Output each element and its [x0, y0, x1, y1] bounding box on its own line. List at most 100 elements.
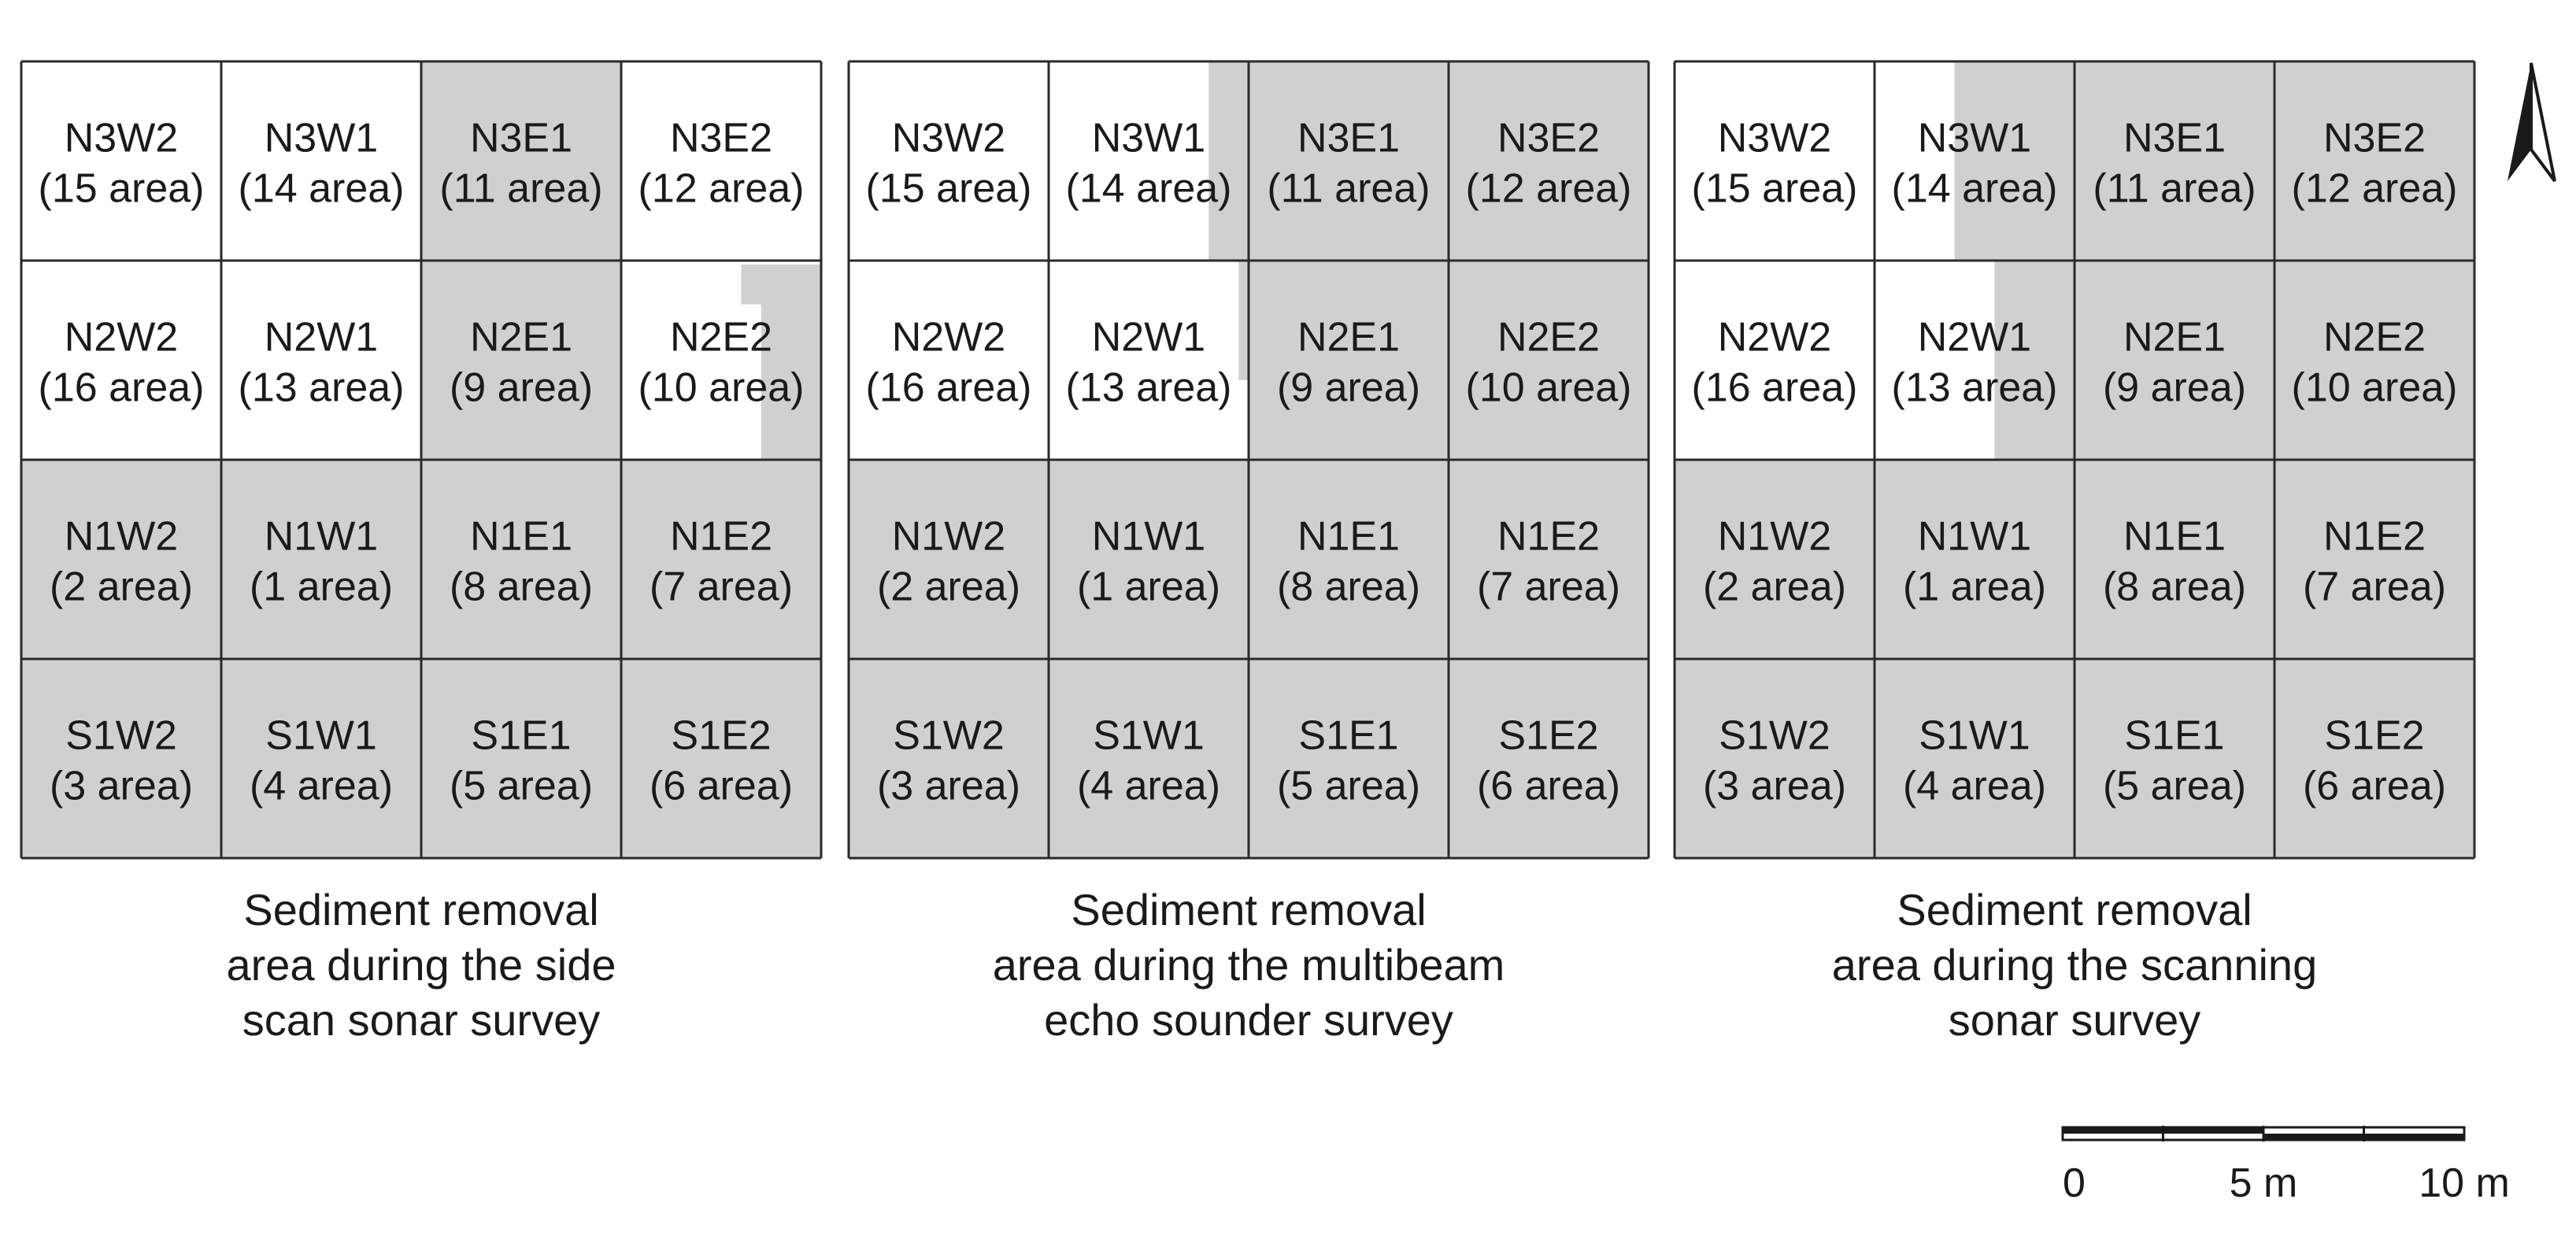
cell-area-label: (11 area): [1267, 166, 1430, 212]
cell-area-label: (13 area): [1892, 365, 2058, 411]
cell-area-label: (12 area): [1466, 166, 1632, 212]
cell-fill: [1449, 61, 1649, 261]
partial-removal: [741, 265, 821, 460]
cell-area-label: (2 area): [1703, 564, 1846, 610]
cell-code-label: N2W2: [892, 315, 1005, 361]
cell-code-label: N1E2: [670, 514, 772, 560]
cell-area-label: (1 area): [1903, 564, 2046, 610]
cell-fill: [621, 460, 821, 659]
cell-fill: [1875, 659, 2074, 858]
cell-area-label: (14 area): [1066, 166, 1232, 212]
grid-cell: [621, 460, 821, 659]
cell-code-label: S1E2: [2324, 713, 2424, 759]
cell-fill: [21, 659, 221, 858]
cell-code-label: N2E2: [670, 315, 772, 361]
grid-cell: [1675, 61, 1875, 261]
panel-caption-line: Sediment removal: [243, 885, 598, 934]
grid-cell: [2274, 659, 2474, 858]
grid-cell: [849, 460, 1049, 659]
cell-fill: [221, 460, 421, 659]
cell-code-label: N1W2: [1718, 514, 1831, 560]
cell-fill: [2274, 261, 2474, 460]
cell-code-label: N2E1: [1297, 315, 1400, 361]
cell-area-label: (12 area): [638, 166, 805, 212]
grid-cell: [421, 61, 621, 261]
grid-cell: [421, 659, 621, 858]
cell-fill: [1249, 659, 1449, 858]
cell-code-label: S1W2: [65, 713, 177, 759]
grid-cell: [421, 261, 621, 460]
cell-fill: [2074, 261, 2274, 460]
cell-fill: [2074, 659, 2274, 858]
cell-code-label: S1E1: [2124, 713, 2224, 759]
cell-fill: [1249, 460, 1449, 659]
cell-fill: [849, 659, 1049, 858]
grid-cell: [421, 460, 621, 659]
cell-code-label: N3E2: [670, 116, 772, 161]
grid-cell: [1675, 460, 1875, 659]
cell-area-label: (7 area): [1477, 564, 1620, 610]
cell-fill: [421, 261, 621, 460]
grid-cell: [1449, 61, 1649, 261]
cell-code-label: N1E2: [2323, 514, 2426, 560]
grid-cell: [2274, 460, 2474, 659]
cell-code-label: S1W2: [893, 713, 1005, 759]
cell-area-label: (9 area): [450, 365, 593, 411]
cell-code-label: N1E1: [470, 514, 572, 560]
cell-code-label: N1W1: [1918, 514, 2031, 560]
cell-code-label: S1W2: [1719, 713, 1830, 759]
cell-code-label: N1W2: [892, 514, 1005, 560]
cell-code-label: N2E2: [2323, 315, 2426, 361]
cell-code-label: N1W1: [265, 514, 378, 560]
cell-fill: [21, 261, 221, 460]
cell-area-label: (8 area): [450, 564, 593, 610]
grid-cell: [1049, 659, 1249, 858]
grid-cell: [849, 261, 1049, 460]
cell-fill: [2074, 61, 2274, 261]
north-arrow-icon: [2508, 62, 2556, 183]
panel-caption-line: area during the side: [226, 940, 616, 990]
cell-fill: [1449, 659, 1649, 858]
panel-scanning-sonar: N3W2(15 area)N3W1(14 area)N3E1(11 area)N…: [1673, 60, 2476, 1045]
cell-area-label: (4 area): [1077, 764, 1220, 809]
grid-cell: [1875, 460, 2074, 659]
cell-code-label: N1W2: [65, 514, 178, 560]
grid-cell: [849, 659, 1049, 858]
north-arrow-left-half: [2508, 63, 2531, 181]
cell-area-label: (5 area): [450, 764, 593, 809]
grid-cell: [2074, 659, 2274, 858]
panel-caption-line: area during the scanning: [1832, 940, 2317, 990]
cell-area-label: (13 area): [239, 365, 405, 411]
cell-area-label: (6 area): [2303, 764, 2446, 809]
cell-area-label: (6 area): [650, 764, 793, 809]
grid-cell: [1249, 460, 1449, 659]
cell-area-label: (15 area): [39, 166, 205, 212]
cell-area-label: (4 area): [1903, 764, 2046, 809]
cell-area-label: (3 area): [877, 764, 1020, 809]
panel-side-scan: N3W2(15 area)N3W1(14 area)N3E1(11 area)N…: [20, 60, 823, 1045]
cell-code-label: N2W1: [1918, 315, 2031, 361]
grid-cell: [21, 659, 221, 858]
cell-fill: [1675, 261, 1875, 460]
cell-fill: [1675, 659, 1875, 858]
grid-cell: [1049, 460, 1249, 659]
cell-area-label: (3 area): [50, 764, 193, 809]
cell-area-label: (16 area): [1692, 365, 1858, 411]
grid-cell: [1249, 61, 1449, 261]
cell-fill: [1049, 460, 1249, 659]
cell-code-label: N2E1: [470, 315, 572, 361]
cell-fill: [2274, 659, 2474, 858]
cell-code-label: N1W1: [1092, 514, 1205, 560]
grid-cell: [1049, 261, 1249, 460]
partial-removal: [1208, 61, 1249, 261]
grid-cell: [2274, 261, 2474, 460]
cell-fill: [1049, 261, 1249, 460]
grid-cell: [221, 61, 421, 261]
cell-area-label: (4 area): [250, 764, 393, 809]
panels: N3W2(15 area)N3W1(14 area)N3E1(11 area)N…: [20, 60, 2476, 1045]
cell-area-label: (7 area): [2303, 564, 2446, 610]
cell-area-label: (5 area): [2103, 764, 2246, 809]
cell-code-label: N3E1: [1297, 116, 1400, 161]
panel-caption-line: echo sounder survey: [1044, 995, 1453, 1045]
